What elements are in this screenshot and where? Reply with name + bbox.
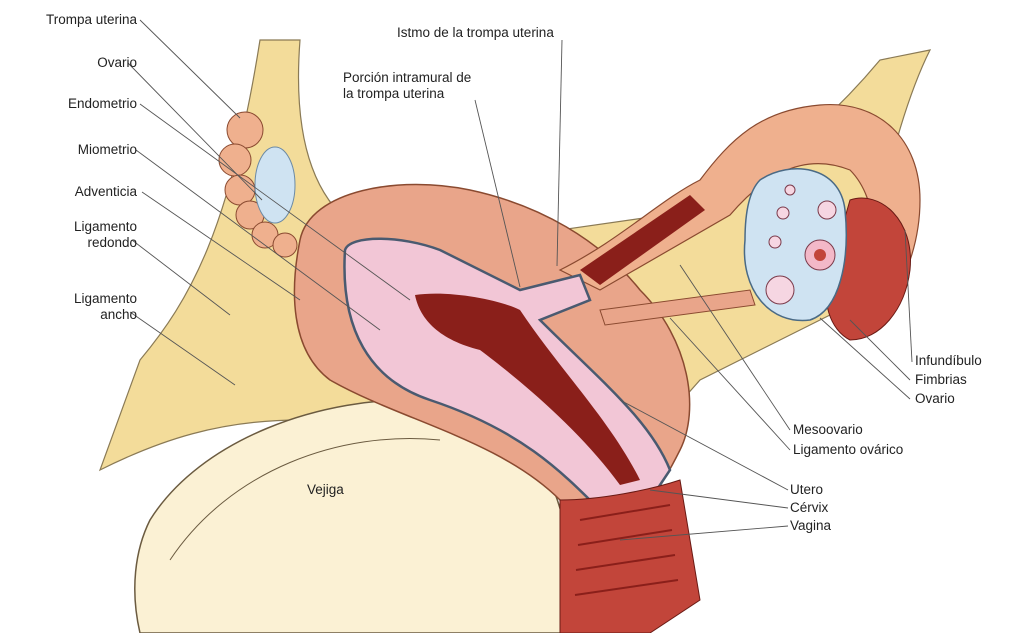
fimbriae: [825, 197, 911, 341]
label-miometrio: Miometrio: [77, 142, 137, 157]
label-line-2: redondo: [87, 235, 137, 250]
label-fimbrias: Fimbrias: [915, 372, 967, 387]
label-trompa-uterina-left: Trompa uterina: [45, 12, 137, 27]
vagina: [559, 479, 701, 633]
label-mesoovario: Mesoovario: [793, 422, 863, 437]
left-ovary: [254, 146, 296, 224]
label-adventicia: Adventicia: [74, 184, 137, 199]
label-line-2: ancho: [100, 307, 137, 322]
uterine-lumen: [415, 293, 640, 485]
label-cervix: Cérvix: [790, 500, 829, 515]
ovarian-ligament: [599, 289, 756, 326]
label-ovario-left: Ovario: [97, 55, 137, 70]
label-vejiga: Vejiga: [307, 482, 344, 497]
label-line-1: Porción intramural de: [343, 70, 472, 85]
label-ovario-right: Ovario: [915, 391, 955, 406]
right-uterine-tube: [558, 104, 921, 321]
label-infundibulo: Infundíbulo: [915, 353, 982, 368]
label-line-2: la trompa uterina: [343, 86, 445, 101]
label-utero: Utero: [790, 482, 824, 497]
label-line-1: Ligamento: [73, 219, 137, 234]
leader-lines: [127, 19, 913, 541]
label-line-1: Ligamento: [73, 291, 137, 306]
label-istmo: Istmo de la trompa uterina: [397, 25, 554, 40]
label-vagina: Vagina: [790, 518, 832, 533]
left-uterine-tube: [218, 111, 298, 258]
label-endometrio: Endometrio: [67, 96, 137, 111]
label-ligamento-ovarico: Ligamento ovárico: [793, 442, 904, 457]
